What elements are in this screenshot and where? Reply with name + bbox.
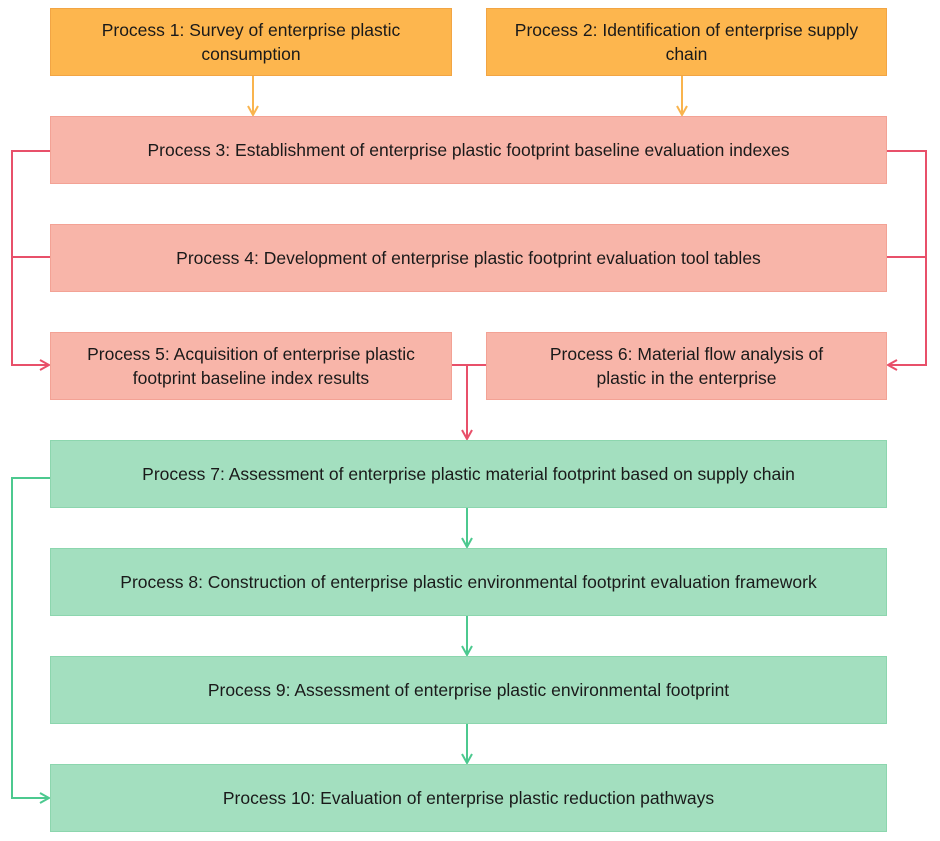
process-9-box: Process 9: Assessment of enterprise plas… bbox=[50, 656, 887, 724]
process-6-box: Process 6: Material flow analysis of pla… bbox=[486, 332, 887, 400]
process-7-box: Process 7: Assessment of enterprise plas… bbox=[50, 440, 887, 508]
process-9-label: Process 9: Assessment of enterprise plas… bbox=[207, 680, 730, 700]
process-5-label: Process 5: Acquisition of enterprise pla… bbox=[87, 344, 415, 388]
process-1-box: Process 1: Survey of enterprise plastic … bbox=[50, 8, 452, 76]
process-1-label: Process 1: Survey of enterprise plastic … bbox=[101, 20, 401, 64]
arrow-p7-p10 bbox=[11, 477, 50, 798]
process-7-label: Process 7: Assessment of enterprise plas… bbox=[142, 464, 795, 484]
process-3-box: Process 3: Establishment of enterprise p… bbox=[50, 116, 887, 184]
process-10-label: Process 10: Evaluation of enterprise pla… bbox=[222, 788, 715, 808]
process-4-label: Process 4: Development of enterprise pla… bbox=[176, 248, 761, 268]
process-2-label: Process 2: Identification of enterprise … bbox=[514, 20, 859, 64]
process-4-box: Process 4: Development of enterprise pla… bbox=[50, 224, 887, 292]
process-8-label: Process 8: Construction of enterprise pl… bbox=[120, 572, 817, 592]
process-5-box: Process 5: Acquisition of enterprise pla… bbox=[50, 332, 452, 400]
process-8-box: Process 8: Construction of enterprise pl… bbox=[50, 548, 887, 616]
process-10-box: Process 10: Evaluation of enterprise pla… bbox=[50, 764, 887, 832]
process-6-label: Process 6: Material flow analysis of pla… bbox=[549, 344, 824, 388]
process-2-box: Process 2: Identification of enterprise … bbox=[486, 8, 887, 76]
process-3-label: Process 3: Establishment of enterprise p… bbox=[147, 140, 790, 160]
